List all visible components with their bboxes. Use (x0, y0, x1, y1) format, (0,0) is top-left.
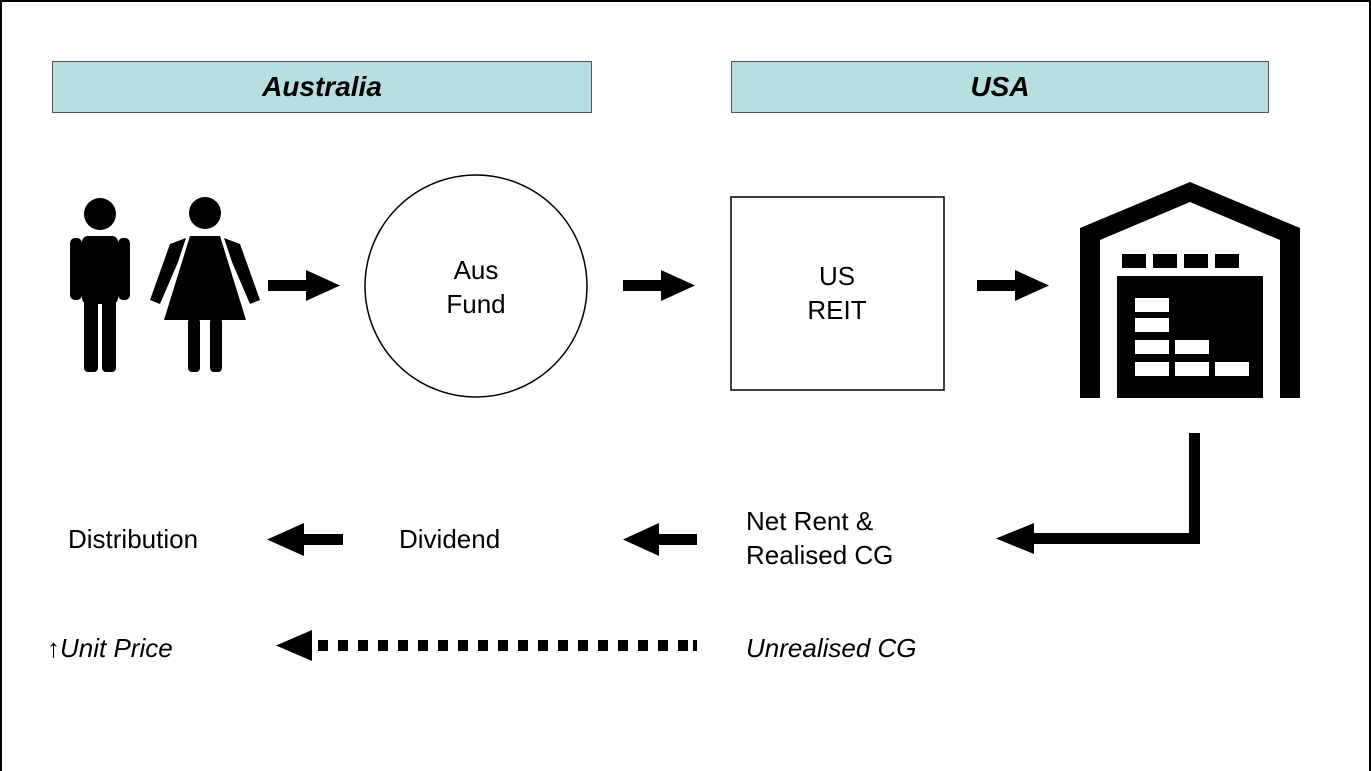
arrow-fund-to-reit (623, 270, 695, 301)
us-reit-label-line2: REIT (807, 295, 867, 325)
unit-price-text: Unit Price (60, 633, 173, 663)
dividend-label: Dividend (399, 524, 501, 554)
distribution-label: Distribution (68, 524, 199, 554)
region-header-usa: USA (731, 61, 1269, 113)
unrealised-cg-label: Unrealised CG (746, 633, 917, 663)
aus-fund-label-line1: Aus (453, 255, 499, 285)
aus-fund-label-line2: Fund (446, 289, 506, 319)
arrow-warehouse-to-net-rent (996, 433, 1200, 554)
woman-icon (150, 197, 260, 372)
warehouse-icon (1080, 182, 1300, 398)
arrow-people-to-fund (268, 270, 340, 301)
unit-price-label: ↑Unit Price (47, 631, 173, 665)
us-reit-label: US REIT (781, 259, 893, 327)
region-header-australia: Australia (52, 61, 592, 113)
us-reit-label-line1: US (818, 261, 856, 291)
aus-fund-node (364, 174, 588, 398)
arrow-reit-to-warehouse (977, 270, 1049, 301)
region-label-australia: Australia (262, 71, 382, 102)
us-reit-node (730, 196, 945, 391)
up-arrow-icon: ↑ (47, 633, 60, 663)
net-rent-label-line1: Net Rent & (746, 506, 874, 536)
region-label-usa: USA (970, 71, 1030, 102)
arrow-net-rent-to-dividend (623, 523, 697, 556)
arrow-dividend-to-distribution (267, 523, 343, 556)
net-rent-label-line2: Realised CG (746, 540, 894, 570)
arrow-unrealised-to-unit-price (276, 630, 697, 661)
net-rent-label: Net Rent & Realised CG (746, 504, 893, 572)
aus-fund-label: Aus Fund (420, 253, 532, 321)
man-icon (70, 198, 130, 372)
